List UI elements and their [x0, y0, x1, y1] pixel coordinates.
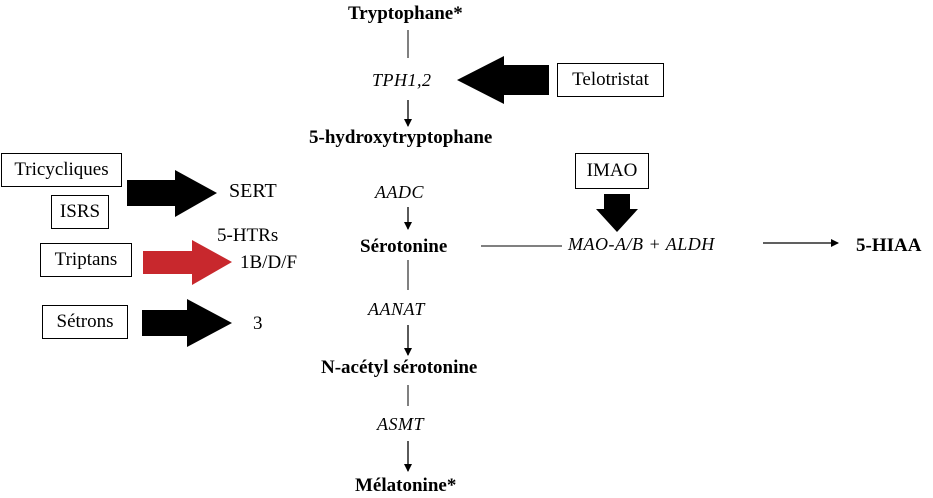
enzyme-aadc: AADC — [375, 182, 424, 202]
enzyme-asmt: ASMT — [377, 414, 424, 434]
node-tryptophane: Tryptophane* — [348, 3, 463, 24]
target-htr-3: 3 — [253, 313, 263, 334]
node-serotonine: Sérotonine — [360, 236, 448, 257]
node-melatonine: Mélatonine* — [355, 475, 457, 496]
imao-box: IMAO — [575, 153, 649, 189]
target-5-htrs: 5-HTRs — [217, 225, 279, 246]
telotristat-inhibition-arrow — [457, 56, 549, 104]
node-5-hiaa: 5-HIAA — [856, 235, 922, 256]
target-sert: SERT — [229, 180, 277, 202]
enzyme-tph: TPH1,2 — [372, 70, 432, 90]
target-htr-1bdf: 1B/D/F — [240, 252, 298, 273]
isrs-box: ISRS — [51, 195, 109, 229]
tricycliques-sert-arrow — [127, 170, 217, 217]
tricycliques-box: Tricycliques — [1, 153, 122, 187]
imao-inhibition-arrow — [596, 194, 638, 232]
setrons-htr3-arrow — [142, 299, 232, 347]
triptans-htr-arrow — [143, 240, 232, 285]
node-n-acetyl-serotonine: N-acétyl sérotonine — [321, 357, 478, 378]
node-5-hydroxytryptophane: 5-hydroxytryptophane — [309, 127, 493, 148]
telotristat-box: Telotristat — [557, 63, 664, 97]
enzyme-mao-aldh: MAO-A/B + ALDH — [568, 234, 715, 254]
setrons-box: Sétrons — [42, 305, 128, 339]
enzyme-aanat: AANAT — [368, 299, 425, 319]
triptans-box: Triptans — [40, 243, 132, 277]
